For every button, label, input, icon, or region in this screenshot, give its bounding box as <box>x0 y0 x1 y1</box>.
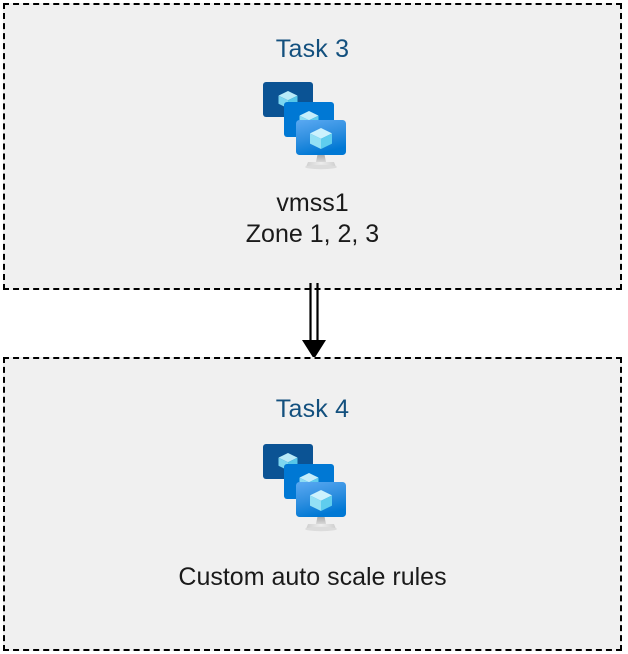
vm-scale-set-icon <box>262 444 346 532</box>
node-label-task4: Custom auto scale rules <box>178 562 446 593</box>
node-label-line: Custom auto scale rules <box>178 563 447 591</box>
task-title-task3: Task 3 <box>275 35 350 63</box>
node-label-task3: vmss1 Zone 1, 2, 3 <box>246 188 379 249</box>
node-label-line: Zone 1, 2, 3 <box>245 219 380 248</box>
vm-scale-set-icon <box>262 82 346 170</box>
connector-task3-to-task4 <box>302 283 326 359</box>
node-label-line: vmss1 <box>276 189 349 217</box>
task-box-task3[interactable]: Task 3 <box>3 3 622 290</box>
task-box-task4[interactable]: Task 4 <box>3 357 622 651</box>
task-title-task4: Task 4 <box>275 395 350 423</box>
